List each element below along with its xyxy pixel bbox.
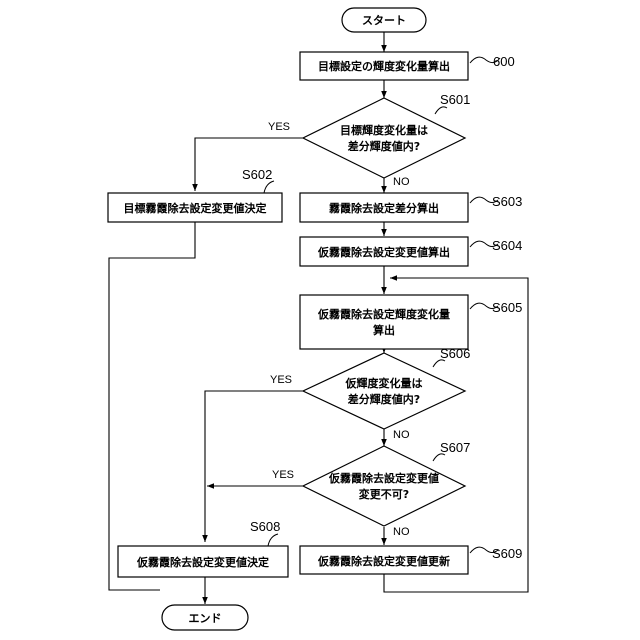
step-s608: 仮霧霞除去設定変更値決定 S608 bbox=[118, 519, 288, 577]
step-s603: 霧霞除去設定差分算出 S603 bbox=[300, 193, 522, 222]
decision-s601-line1: 目標輝度変化量は bbox=[340, 123, 428, 137]
decision-s606-label: S606 bbox=[440, 346, 470, 361]
step-s605-line2: 算出 bbox=[372, 323, 395, 337]
step-s605: 仮霧霞除去設定輝度変化量 算出 S605 bbox=[300, 295, 522, 349]
decision-s601: 目標輝度変化量は 差分輝度値内? S601 YES NO bbox=[268, 92, 470, 188]
step-s604-label: S604 bbox=[492, 238, 522, 253]
decision-s606: 仮輝度変化量は 差分輝度値内? S606 YES NO bbox=[270, 346, 470, 441]
decision-s601-label: S601 bbox=[440, 92, 470, 107]
step-600-label: 600 bbox=[493, 54, 515, 69]
branch-s606-yes: YES bbox=[270, 374, 292, 386]
decision-s607: 仮霧霞除去設定変更値 変更不可? S607 YES NO bbox=[272, 440, 470, 538]
decision-s606-line2: 差分輝度値内? bbox=[348, 392, 420, 406]
step-s608-leader bbox=[268, 534, 278, 546]
branch-s607-yes: YES bbox=[272, 469, 294, 481]
step-s602-leader bbox=[264, 181, 274, 193]
branch-s601-no: NO bbox=[393, 176, 410, 188]
step-s609-label: S609 bbox=[492, 546, 522, 561]
decision-s607-label: S607 bbox=[440, 440, 470, 455]
branch-s601-yes: YES bbox=[268, 121, 290, 133]
connector-s602-down bbox=[109, 222, 195, 590]
branch-s606-no: NO bbox=[393, 429, 410, 441]
step-s605-label: S605 bbox=[492, 300, 522, 315]
step-s605-line1: 仮霧霞除去設定輝度変化量 bbox=[317, 307, 450, 321]
end-terminal: エンド bbox=[162, 605, 248, 630]
step-s608-text: 仮霧霞除去設定変更値決定 bbox=[136, 555, 269, 569]
step-s609: 仮霧霞除去設定変更値更新 S609 bbox=[300, 546, 522, 574]
step-s608-label: S608 bbox=[250, 519, 280, 534]
decision-s601-leader bbox=[435, 107, 447, 114]
step-600: 目標設定の輝度変化量算出 600 bbox=[300, 52, 515, 80]
step-s602-text: 目標霧霞除去設定変更値決定 bbox=[124, 201, 267, 215]
start-label: スタート bbox=[362, 14, 406, 27]
branch-s607-no: NO bbox=[393, 526, 410, 538]
step-s603-label: S603 bbox=[492, 194, 522, 209]
decision-s601-line2: 差分輝度値内? bbox=[348, 139, 420, 153]
step-s603-text: 霧霞除去設定差分算出 bbox=[329, 201, 439, 215]
connector-s601-yes bbox=[195, 138, 303, 191]
start-terminal: スタート bbox=[342, 8, 426, 32]
decision-s607-line1: 仮霧霞除去設定変更値 bbox=[328, 471, 439, 485]
step-s604-text: 仮霧霞除去設定変更値算出 bbox=[317, 245, 450, 259]
end-label: エンド bbox=[189, 612, 222, 625]
decision-s606-line1: 仮輝度変化量は bbox=[345, 376, 423, 390]
decision-s607-line2: 変更不可? bbox=[359, 487, 409, 501]
step-s602-label: S602 bbox=[242, 167, 272, 182]
step-s609-text: 仮霧霞除去設定変更値更新 bbox=[317, 554, 450, 568]
step-s604: 仮霧霞除去設定変更値算出 S604 bbox=[300, 237, 522, 266]
step-600-text: 目標設定の輝度変化量算出 bbox=[318, 59, 450, 73]
